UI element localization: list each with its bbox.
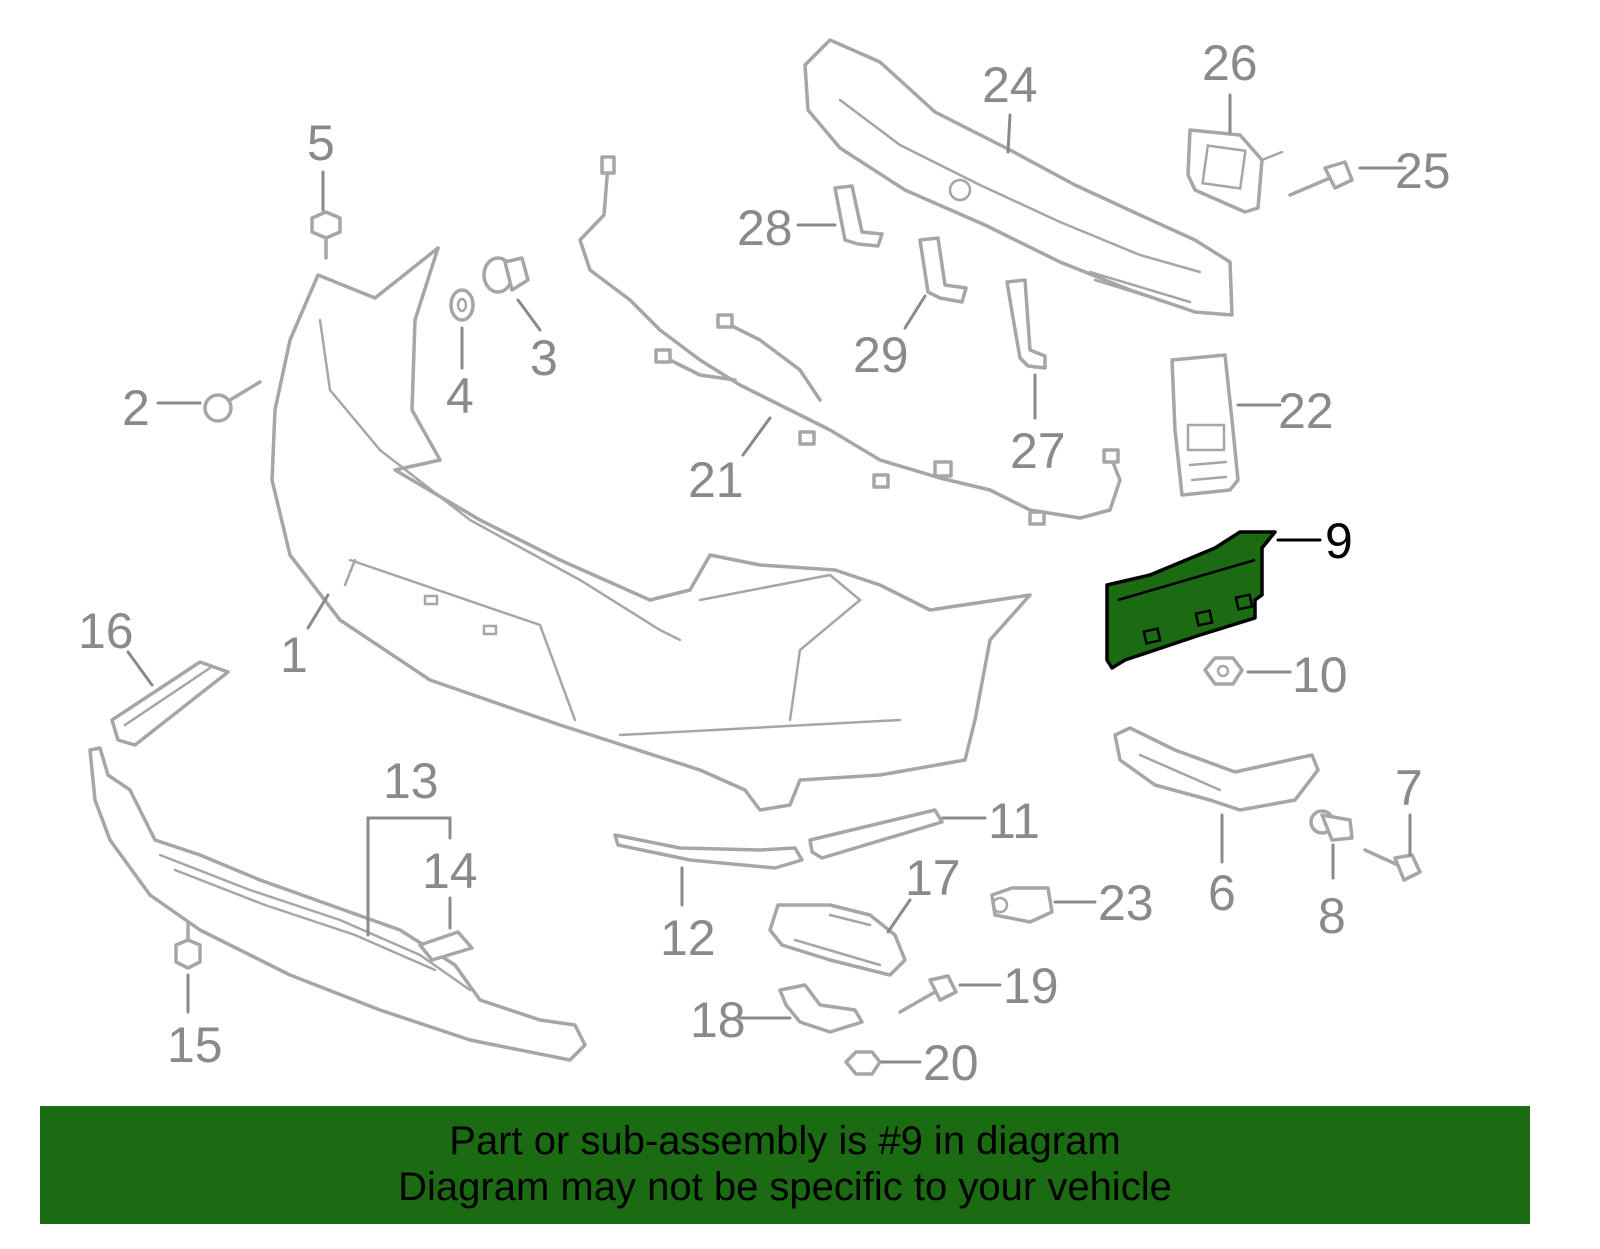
callout-11: 11 [988, 793, 1040, 849]
callout-labels: 1 2 3 4 5 6 7 8 9 10 11 12 13 14 15 16 1… [78, 35, 1451, 1091]
part-28-bracket[interactable] [833, 184, 884, 248]
part-26-bracket[interactable] [1186, 128, 1284, 214]
part-16-bracket[interactable] [110, 660, 230, 747]
callout-1: 1 [280, 627, 308, 683]
part-25-bolt[interactable] [1288, 160, 1354, 197]
callout-4: 4 [446, 368, 474, 424]
part-20-nut[interactable] [844, 1050, 882, 1076]
callout-5: 5 [307, 115, 335, 171]
leader-lines [126, 93, 1412, 1064]
part-17-lamp[interactable] [768, 903, 907, 977]
part-7-bolt[interactable] [1363, 848, 1422, 882]
part-2-screw[interactable] [203, 380, 262, 423]
callout-13: 13 [383, 753, 439, 809]
callout-29: 29 [853, 327, 909, 383]
callout-22: 22 [1278, 383, 1334, 439]
callout-24: 24 [982, 57, 1038, 113]
part-info-banner: Part or sub-assembly is #9 in diagram Di… [40, 1106, 1530, 1224]
part-9-bracket-highlighted[interactable] [1105, 530, 1277, 670]
callout-26: 26 [1202, 35, 1258, 91]
callout-3: 3 [530, 330, 558, 386]
callout-28: 28 [737, 200, 793, 256]
part-29-bracket[interactable] [918, 236, 968, 304]
callout-2: 2 [122, 380, 150, 436]
callout-6: 6 [1208, 865, 1236, 921]
part-15-bolt[interactable] [174, 920, 202, 970]
callout-12: 12 [660, 910, 716, 966]
callout-18: 18 [690, 992, 746, 1048]
callout-21: 21 [688, 452, 744, 508]
part-1-bumper-cover[interactable] [270, 246, 1032, 812]
part-14-clip[interactable] [418, 930, 474, 962]
callout-25: 25 [1395, 143, 1451, 199]
banner-line-2: Diagram may not be specific to your vehi… [398, 1165, 1172, 1209]
callout-9: 9 [1325, 513, 1353, 569]
callout-8: 8 [1318, 888, 1346, 944]
part-13-valance[interactable] [88, 746, 587, 1062]
part-21-wiring-harness[interactable] [578, 155, 1122, 526]
part-24-reinforcement-beam[interactable] [803, 38, 1234, 317]
callout-20: 20 [923, 1035, 979, 1091]
part-5-bolt[interactable] [310, 210, 342, 260]
callout-7: 7 [1395, 760, 1423, 816]
part-6-bracket[interactable] [1113, 726, 1320, 812]
callout-23: 23 [1098, 875, 1154, 931]
callout-17: 17 [905, 850, 961, 906]
callout-14: 14 [422, 843, 478, 899]
part-19-bolt[interactable] [898, 974, 958, 1014]
callout-27: 27 [1010, 423, 1066, 479]
callout-15: 15 [167, 1017, 223, 1073]
callout-16: 16 [78, 603, 134, 659]
part-3-clip[interactable] [482, 256, 530, 294]
part-12-molding[interactable] [613, 833, 804, 870]
part-27-bracket[interactable] [1005, 278, 1047, 370]
part-10-nut[interactable] [1203, 656, 1244, 686]
part-18-bracket[interactable] [778, 983, 864, 1034]
banner-line-1: Part or sub-assembly is #9 in diagram [449, 1119, 1121, 1163]
callout-10: 10 [1292, 647, 1348, 703]
part-23-clip[interactable] [990, 886, 1054, 924]
part-8-clip[interactable] [1309, 809, 1354, 842]
callout-19: 19 [1003, 958, 1059, 1014]
part-11-molding[interactable] [808, 808, 944, 860]
part-22-bracket[interactable] [1170, 353, 1240, 497]
part-4-washer[interactable] [449, 288, 475, 322]
